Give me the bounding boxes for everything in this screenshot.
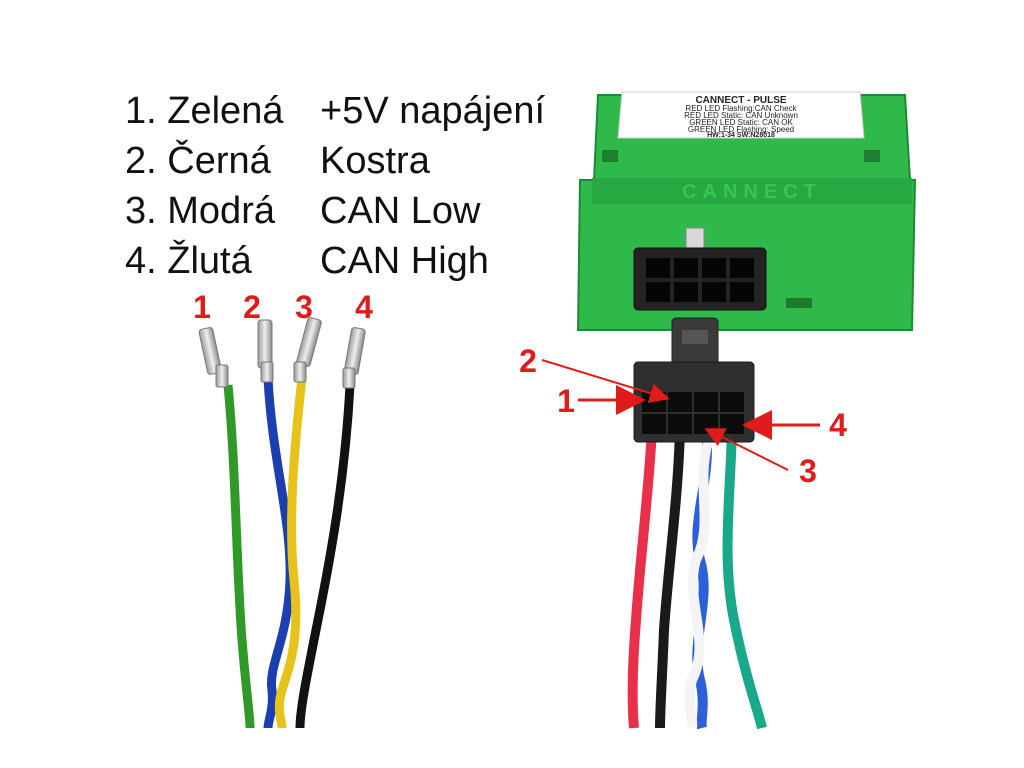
connector-plug — [633, 317, 755, 443]
module-embossed-logo: CANNECT — [682, 181, 822, 203]
module-info-label: CANNECT - PULSE RED LED Flashing:CAN Che… — [617, 91, 865, 139]
legend-row: 3. Modrá CAN Low — [125, 186, 565, 236]
legend-row: 4. Žlutá CAN High — [125, 236, 565, 286]
legend-function-2: Kostra — [320, 140, 430, 182]
module-label-title: CANNECT - PULSE — [695, 95, 786, 106]
module-socket — [633, 227, 767, 311]
module-clip-right — [864, 150, 880, 162]
loose-wire-label-4: 4 — [355, 289, 373, 325]
module-label-line: RED LED Flashing:CAN Check — [685, 104, 797, 113]
legend-number: 2. — [125, 140, 157, 182]
connector-wire-2 — [655, 429, 685, 729]
legend-row: 1. Zelená +5V napájení — [125, 86, 565, 136]
legend-color-name: Černá — [167, 140, 271, 182]
module-slot — [786, 298, 812, 308]
callout-label-4: 4 — [829, 407, 847, 443]
callout-label-1: 1 — [557, 383, 575, 419]
legend-color-1: 1. Zelená — [125, 86, 320, 136]
connector-callouts: 2 1 4 3 — [519, 343, 847, 489]
loose-wire-group: 1 2 3 4 — [193, 289, 373, 729]
module-label-version: HW:1-34 SW:N28018 — [707, 132, 775, 139]
callout-label-2: 2 — [519, 343, 537, 379]
legend-color-name: Modrá — [167, 190, 275, 232]
loose-wire-1 — [223, 384, 255, 729]
loose-wire-label-2: 2 — [243, 289, 261, 325]
legend-color-name: Zelená — [167, 90, 284, 132]
legend-number: 4. — [125, 240, 157, 282]
callout-label-3: 3 — [799, 453, 817, 489]
legend-row: 2. Černá Kostra — [125, 136, 565, 186]
legend-function-4: CAN High — [320, 240, 489, 282]
loose-wire-label-3: 3 — [295, 289, 313, 325]
pin-terminal-1 — [198, 327, 229, 388]
cannect-pulse-module: CANNECT CANNECT - PULSE RED LED Flashing… — [576, 91, 917, 331]
legend-color-2: 2. Černá — [125, 136, 320, 186]
module-ridge — [592, 178, 912, 204]
loose-wire-4 — [295, 384, 355, 729]
module-clip-left — [602, 150, 618, 162]
pin-terminal-2 — [257, 319, 274, 383]
legend-number: 3. — [125, 190, 157, 232]
pin-terminal-4 — [342, 327, 366, 389]
legend-number: 1. — [125, 90, 157, 132]
loose-wire-2 — [263, 377, 295, 729]
connector-wire-3-twist — [684, 428, 717, 730]
pinout-legend: 1. Zelená +5V napájení 2. Černá Kostra 3… — [125, 86, 565, 286]
loose-wire-3 — [274, 377, 307, 729]
legend-function-1: +5V napájení — [320, 90, 546, 132]
connector-wire-1 — [627, 429, 657, 729]
connector-wire-4 — [722, 429, 767, 730]
legend-function-3: CAN Low — [320, 190, 481, 232]
legend-color-3: 3. Modrá — [125, 186, 320, 236]
module-label-line: RED LED Static: CAN Unknown — [684, 111, 798, 120]
legend-color-name: Žlutá — [167, 240, 252, 282]
loose-wire-label-1: 1 — [193, 289, 211, 325]
pin-terminal-3 — [293, 317, 322, 383]
module-label-line: GREEN LED Static: CAN OK — [689, 118, 793, 127]
callout-arrow-3 — [704, 428, 789, 471]
connector-wires — [627, 428, 767, 730]
legend-color-4: 4. Žlutá — [125, 236, 320, 286]
module-label-line: GREEN LED Flashing: Speed — [688, 125, 794, 134]
